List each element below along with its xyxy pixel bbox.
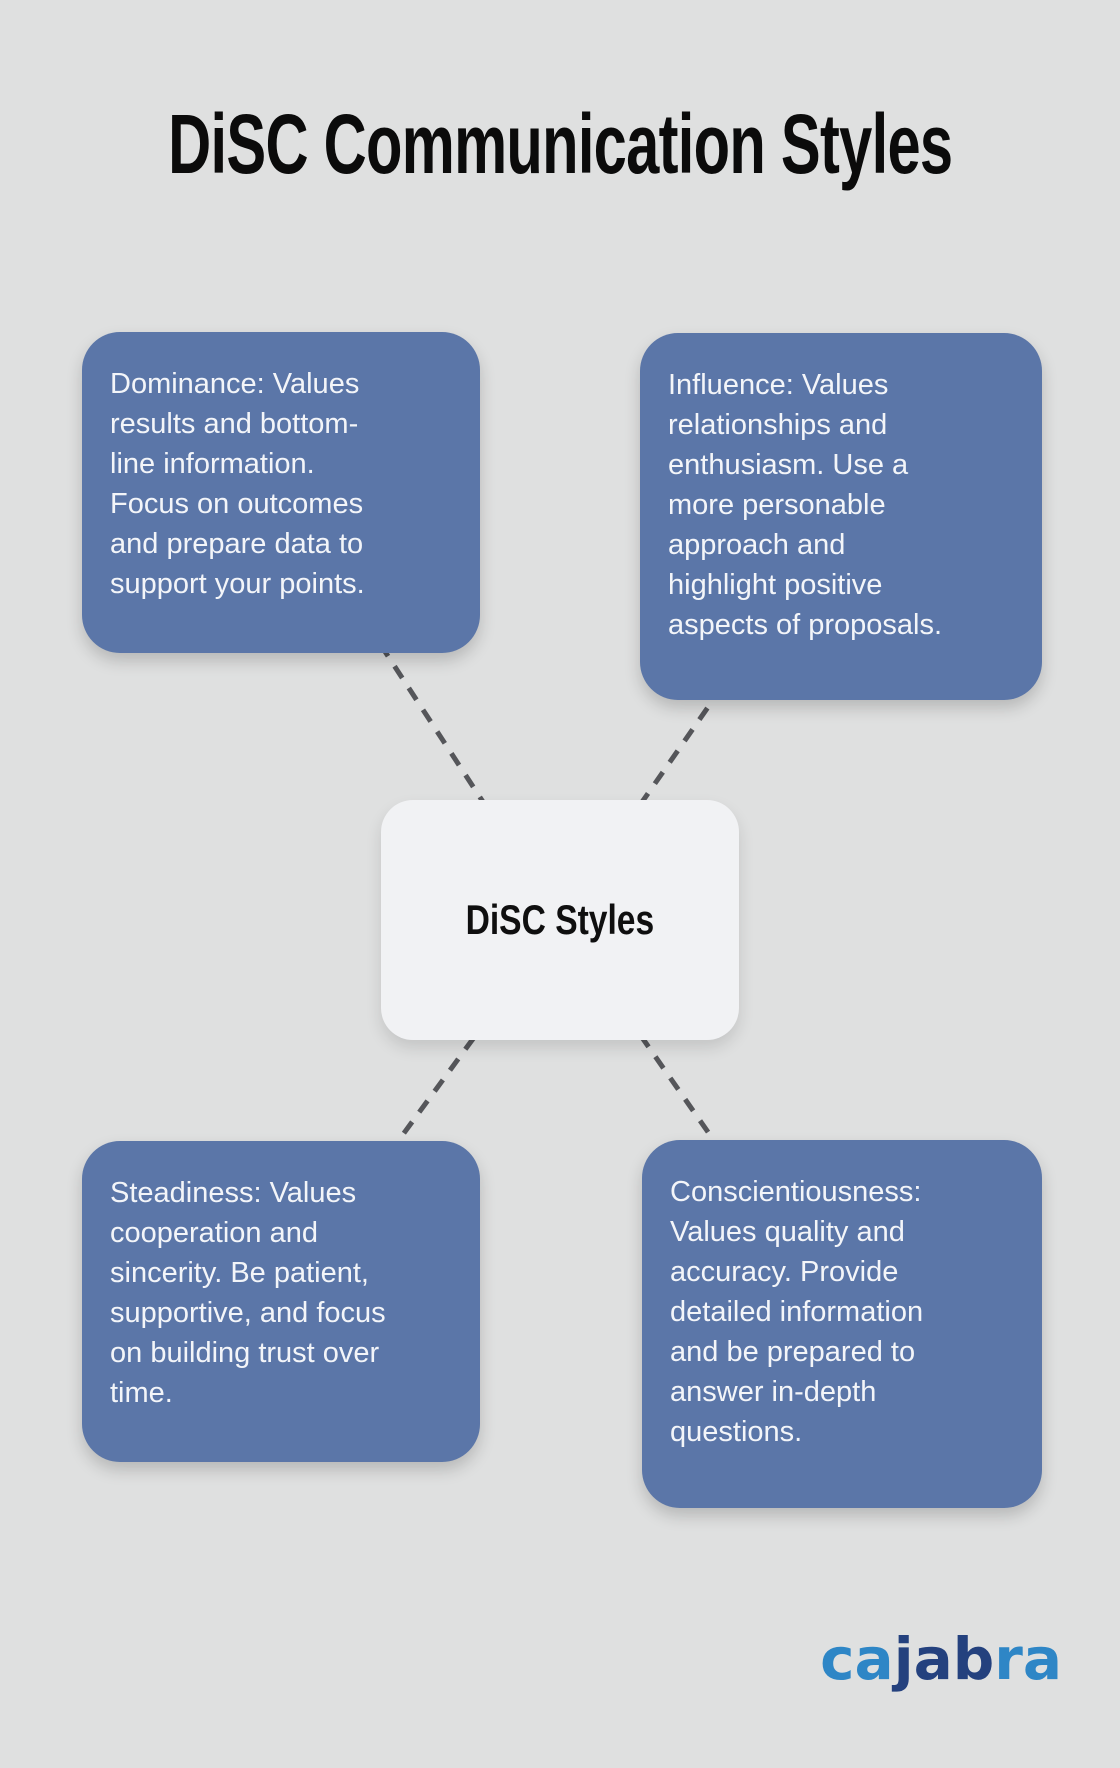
card-dominance: Dominance: Values results and bottom- li… (82, 332, 480, 653)
card-conscientiousness: Conscientiousness: Values quality and ac… (642, 1140, 1042, 1508)
card-conscientiousness-text: Conscientiousness: Values quality and ac… (670, 1176, 924, 1448)
center-node-label: DiSC Styles (465, 896, 655, 943)
card-steadiness: Steadiness: Values cooperation and since… (82, 1141, 480, 1462)
logo-letter: r (994, 1625, 1023, 1693)
logo-letter: a (913, 1625, 953, 1693)
card-dominance-text: Dominance: Values results and bottom- li… (110, 368, 365, 600)
card-influence-text: Influence: Values relationships and enth… (668, 369, 943, 641)
card-steadiness-text: Steadiness: Values cooperation and since… (110, 1177, 386, 1409)
page-title: DiSC Communication Styles (0, 96, 1120, 193)
logo-letter: j (893, 1625, 914, 1693)
logo-letter: c (820, 1625, 855, 1693)
card-center-disc-styles: DiSC Styles (381, 800, 739, 1040)
cajabra-logo: cajabra (820, 1630, 1062, 1688)
page-title-text: DiSC Communication Styles (167, 97, 953, 191)
card-influence: Influence: Values relationships and enth… (640, 333, 1042, 700)
logo-letter: a (1022, 1625, 1062, 1693)
logo-letter: b (952, 1625, 995, 1693)
logo-letter: a (854, 1625, 894, 1693)
